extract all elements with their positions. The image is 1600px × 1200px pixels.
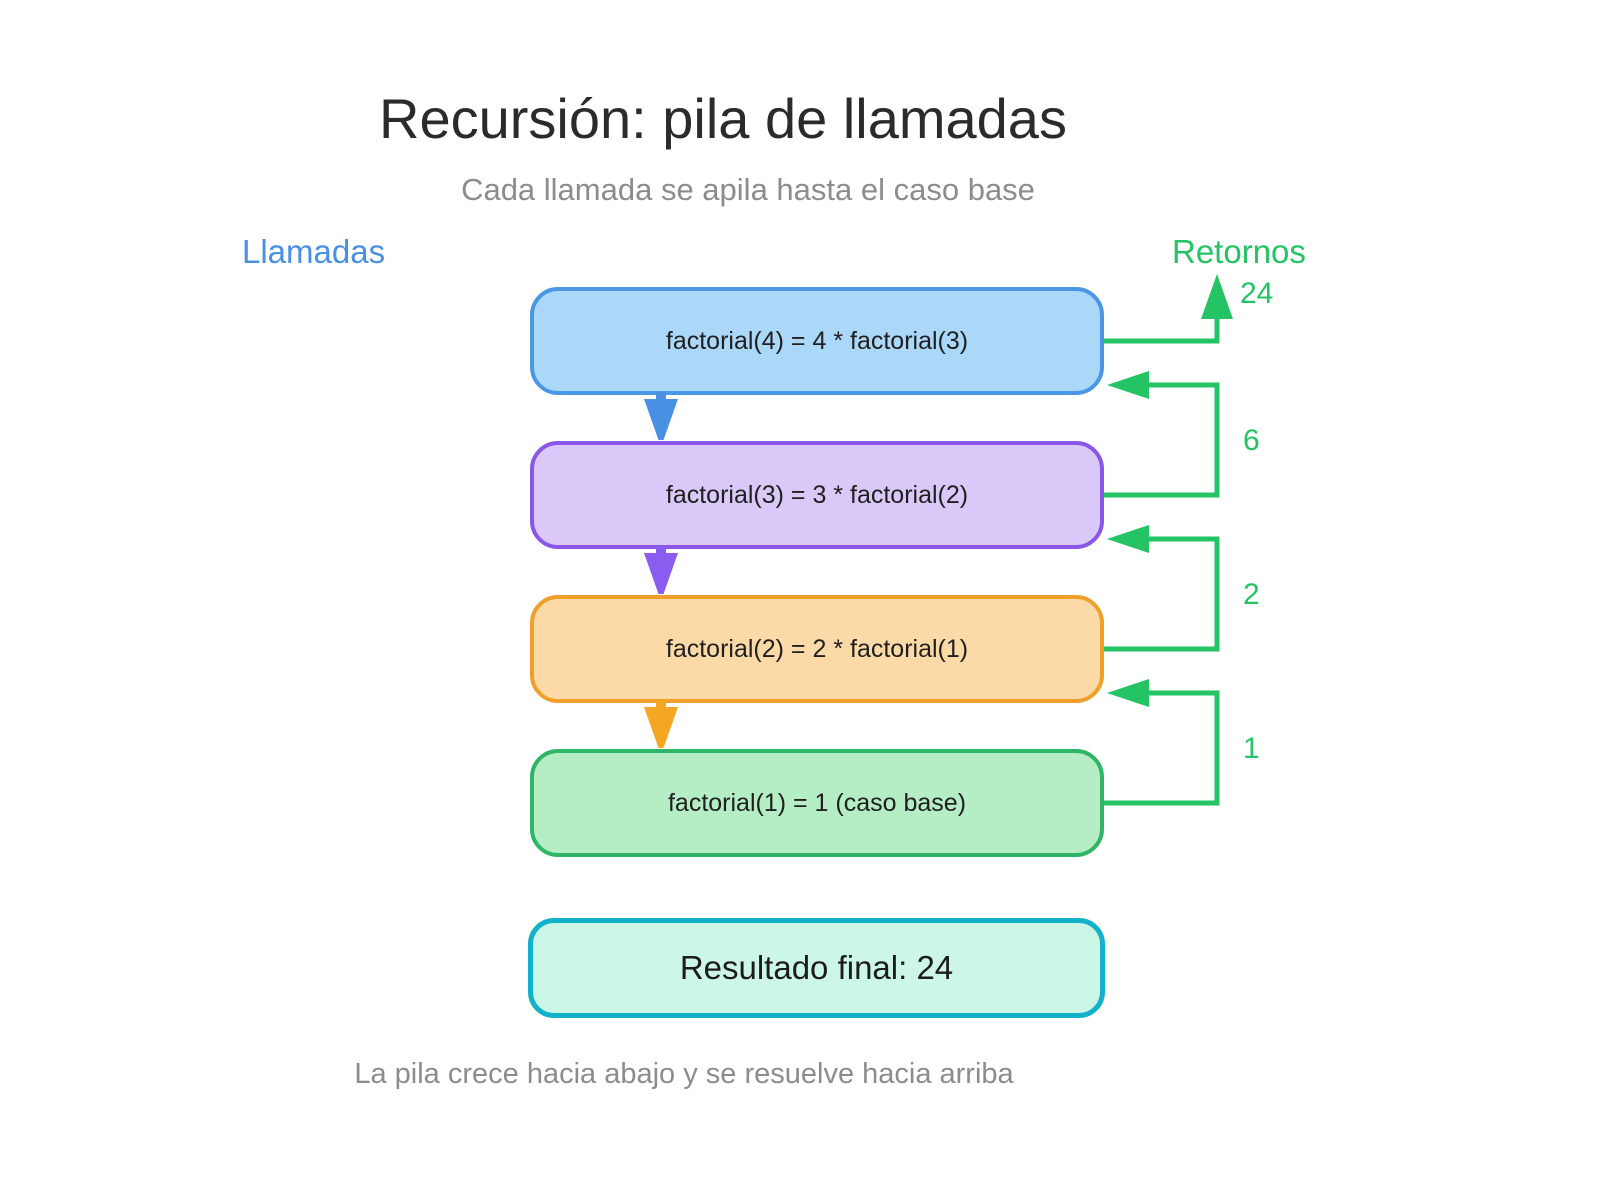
stack-frame-factorial-4: factorial(4) = 4 * factorial(3): [530, 287, 1104, 395]
stack-frame-factorial-3: factorial(3) = 3 * factorial(2): [530, 441, 1104, 549]
stack-frame-label: factorial(3) = 3 * factorial(2): [665, 480, 969, 509]
return-arrow-up-icon: [1201, 274, 1233, 319]
call-arrow-down-icon: [644, 392, 678, 440]
return-path-2: [1104, 536, 1220, 652]
return-value-24: 24: [1240, 277, 1274, 310]
return-value-1: 1: [1243, 732, 1260, 765]
stack-frame-label: factorial(4) = 4 * factorial(3): [665, 326, 969, 355]
stack-frame-factorial-2: factorial(2) = 2 * factorial(1): [530, 595, 1104, 703]
stack-frame-label: factorial(1) = 1 (caso base): [667, 788, 967, 817]
page-title: Recursión: pila de llamadas: [379, 87, 1067, 150]
return-arrow-left-icon: [1107, 371, 1149, 399]
stack-frame-label: factorial(2) = 2 * factorial(1): [665, 634, 969, 663]
return-path-24: [1104, 316, 1220, 344]
return-path-1: [1104, 690, 1220, 806]
call-arrow-down-icon: [644, 546, 678, 594]
final-result-box: Resultado final: 24: [528, 918, 1105, 1018]
stack-frame-factorial-1-base-case: factorial(1) = 1 (caso base): [530, 749, 1104, 857]
return-arrow-left-icon: [1107, 679, 1149, 707]
call-arrow-down-icon: [644, 700, 678, 748]
return-path-6: [1104, 382, 1220, 498]
return-value-6: 6: [1243, 424, 1260, 457]
calls-column-label: Llamadas: [242, 233, 386, 270]
returns-column-label: Retornos: [1172, 233, 1306, 270]
return-arrow-left-icon: [1107, 525, 1149, 553]
footer-caption: La pila crece hacia abajo y se resuelve …: [354, 1058, 1014, 1090]
return-value-2: 2: [1243, 578, 1260, 611]
page-subtitle: Cada llamada se apila hasta el caso base: [461, 172, 1035, 207]
final-result-label: Resultado final: 24: [679, 949, 954, 986]
